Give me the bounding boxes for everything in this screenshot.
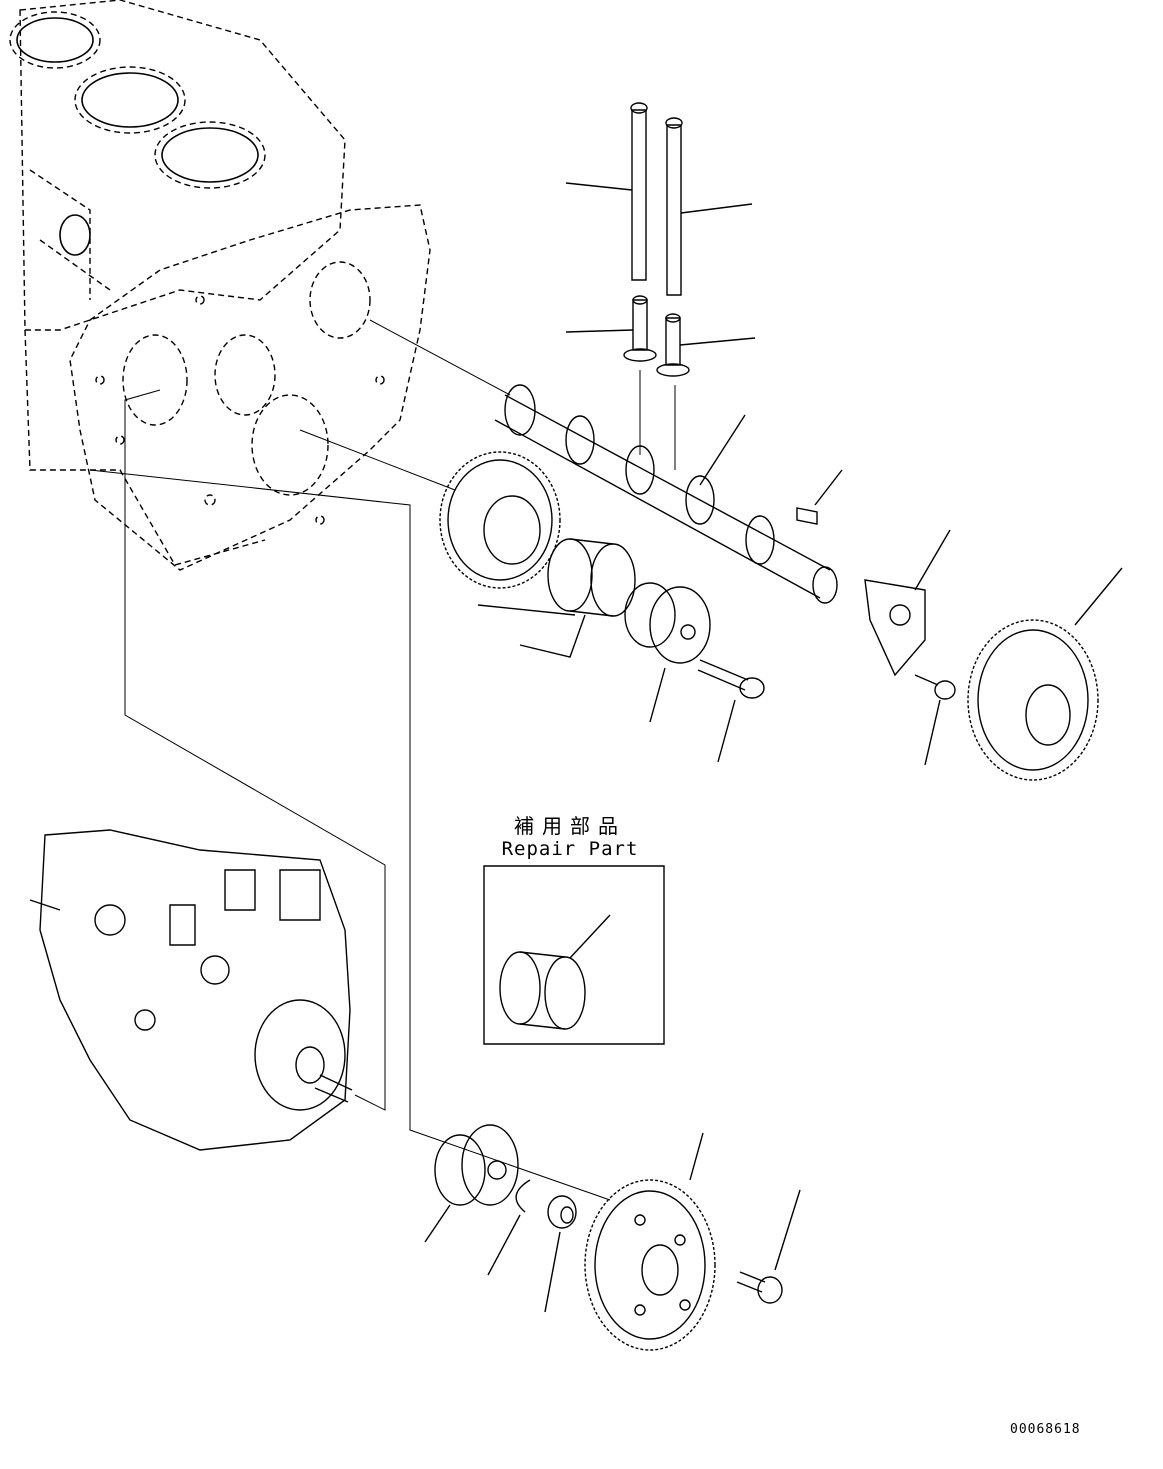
lock-washer xyxy=(488,1180,530,1275)
fuel-injection-pump xyxy=(30,830,352,1150)
pump-hub xyxy=(425,1125,518,1242)
cylinder-block xyxy=(10,0,345,565)
camshaft xyxy=(495,385,837,603)
gear-case-plate xyxy=(70,205,430,570)
bushing xyxy=(548,539,635,616)
push-rods xyxy=(566,103,752,295)
retainer-plate xyxy=(865,530,950,675)
document-id: 00068618 xyxy=(1010,1422,1081,1437)
gear-bolt xyxy=(737,1190,800,1303)
pump-drive-gear xyxy=(585,1133,715,1350)
repair-part-label-jp: 補用部品 xyxy=(514,814,626,838)
assembly-lines xyxy=(90,320,675,1200)
repair-part-label-en: Repair Part xyxy=(501,838,639,860)
bolt xyxy=(698,660,764,762)
nut xyxy=(545,1196,576,1312)
tappets xyxy=(566,296,755,376)
repair-part-box xyxy=(484,866,664,1044)
idler-gear xyxy=(968,568,1122,780)
camshaft-gear xyxy=(440,452,585,657)
small-bolt xyxy=(915,675,955,765)
cylinder-bores xyxy=(17,18,258,255)
key xyxy=(797,470,842,524)
thrust-hub xyxy=(625,583,710,722)
